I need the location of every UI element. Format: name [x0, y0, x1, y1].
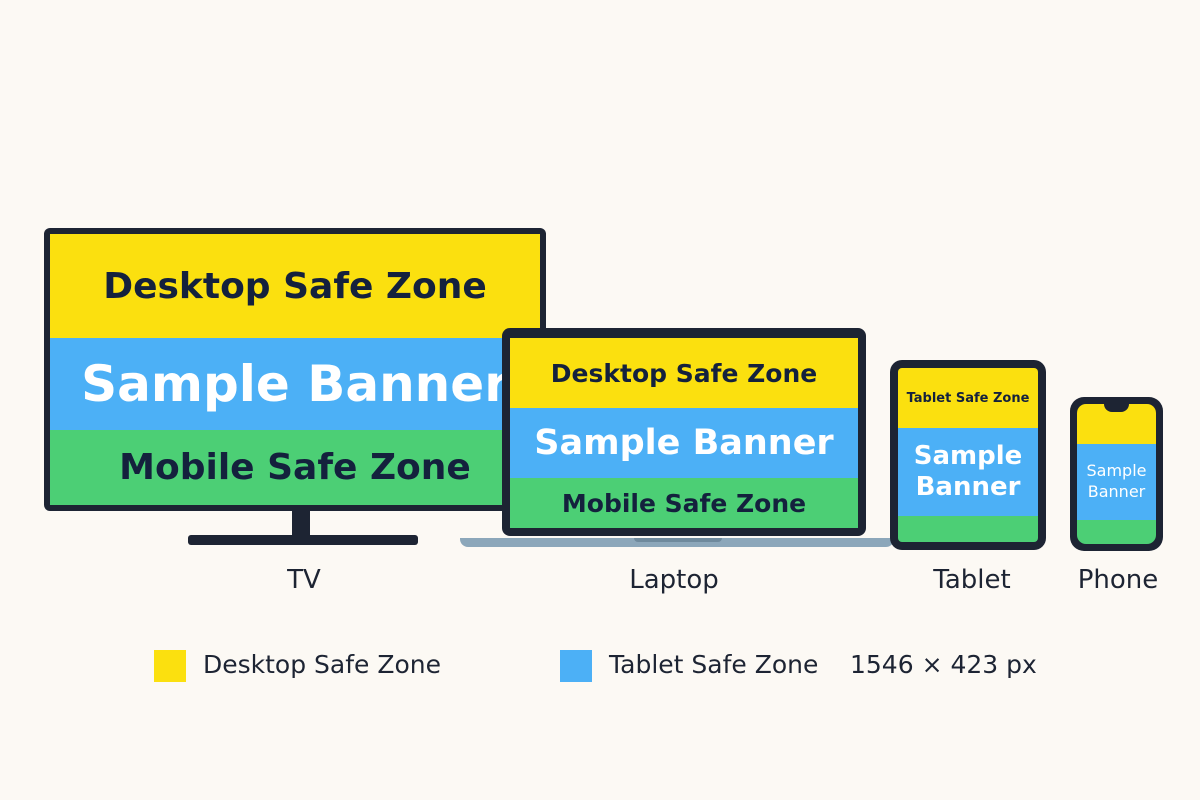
- tv-device: Desktop Safe Zone Sample Banner Mobile S…: [44, 228, 546, 511]
- laptop-mobile-safe-zone: Mobile Safe Zone: [510, 478, 858, 528]
- phone-notch: [1104, 404, 1129, 412]
- laptop-screen: Desktop Safe Zone Sample Banner Mobile S…: [510, 338, 858, 528]
- tablet-label: Tablet: [933, 565, 1011, 595]
- laptop-sample-banner: Sample Banner: [510, 408, 858, 478]
- tablet-sample-banner: Sample Banner: [898, 428, 1038, 516]
- tablet-device: Tablet Safe Zone Sample Banner: [890, 360, 1046, 550]
- legend-tablet-swatch: [560, 650, 592, 682]
- laptop-label: Laptop: [629, 565, 719, 595]
- legend-dimensions: 1546 × 423 px: [850, 650, 1037, 679]
- laptop-device: Desktop Safe Zone Sample Banner Mobile S…: [502, 328, 866, 536]
- tv-mobile-safe-zone: Mobile Safe Zone: [50, 430, 540, 505]
- tv-stand-neck: [292, 510, 310, 538]
- tv-screen: Desktop Safe Zone Sample Banner Mobile S…: [50, 234, 540, 505]
- tv-label: TV: [287, 565, 321, 595]
- tv-sample-banner: Sample Banner: [50, 338, 540, 430]
- tablet-bottom-zone: [898, 516, 1038, 542]
- legend-desktop-swatch: [154, 650, 186, 682]
- tv-desktop-safe-zone: Desktop Safe Zone: [50, 234, 540, 338]
- tablet-screen: Tablet Safe Zone Sample Banner: [898, 368, 1038, 542]
- tablet-safe-zone: Tablet Safe Zone: [898, 368, 1038, 428]
- phone-bottom-zone: [1077, 520, 1156, 544]
- phone-screen: Sample Banner: [1077, 404, 1156, 544]
- laptop-base-notch: [634, 538, 722, 542]
- legend-desktop-label: Desktop Safe Zone: [203, 650, 442, 679]
- laptop-desktop-safe-zone: Desktop Safe Zone: [510, 338, 858, 408]
- phone-sample-banner: Sample Banner: [1077, 444, 1156, 520]
- laptop-base: [460, 538, 894, 547]
- tv-stand-base: [188, 535, 418, 545]
- phone-device: Sample Banner: [1070, 397, 1163, 551]
- legend-tablet-label: Tablet Safe Zone: [609, 650, 819, 679]
- phone-label: Phone: [1077, 565, 1159, 595]
